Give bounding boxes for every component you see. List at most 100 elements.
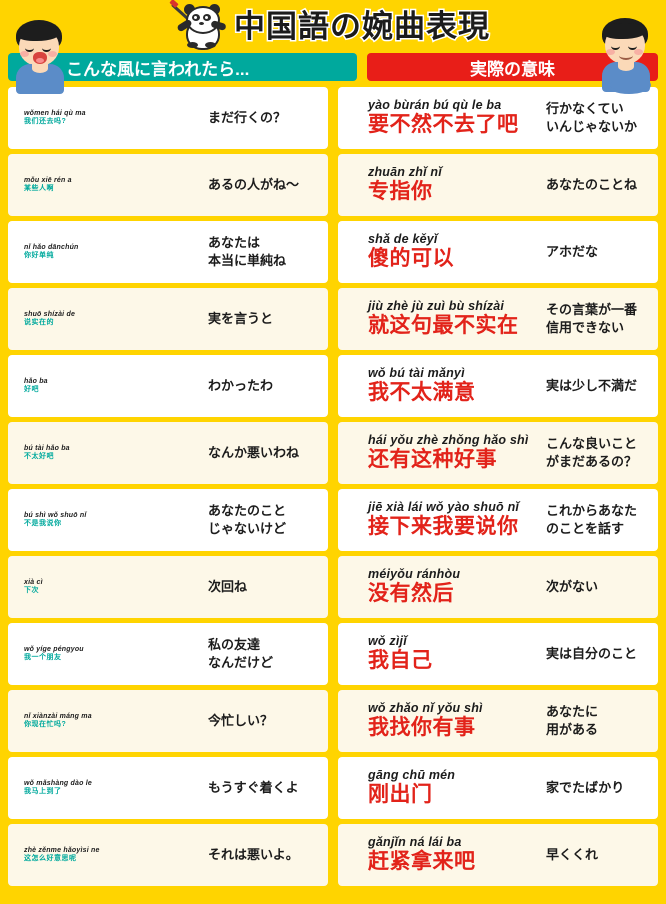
japanese-gloss-text: わかったわ	[208, 378, 274, 394]
japanese-gloss-text: 次回ね	[208, 579, 248, 595]
pinyin-text: wǒ zhǎo nǐ yǒu shì	[368, 701, 483, 716]
japanese-gloss-text: なんか悪いわね	[208, 445, 300, 461]
pinyin-text: wǒ mǎshàng dào le	[24, 779, 92, 787]
page-title: 中国語の婉曲表現	[233, 8, 491, 44]
hanzi-text: 好吧	[24, 385, 39, 393]
japanese-gloss-text: まだ行くの？	[208, 110, 287, 126]
panda-eye-right	[203, 14, 211, 21]
japanese-gloss-text: もうすぐ着くよ	[208, 780, 299, 796]
japanese-gloss-text: 実は少し不満だ	[546, 378, 638, 394]
hanzi-text: 刚出门	[368, 782, 433, 806]
pinyin-text: nǐ hǎo dānchún	[24, 243, 79, 251]
japanese-gloss-text: あなたのことじゃないけど	[208, 503, 287, 536]
hanzi-text: 还有这种好事	[368, 447, 497, 471]
hanzi-text: 没有然后	[368, 581, 454, 605]
japanese-gloss-text: 私の友達なんだけど	[208, 637, 274, 670]
panda-nose	[199, 22, 204, 25]
panda-head	[186, 6, 220, 34]
pinyin-text: nǐ xiànzài máng ma	[24, 712, 92, 720]
pinyin-text: xià cì	[24, 578, 43, 586]
hanzi-text: 不是我说你	[24, 519, 62, 527]
japanese-gloss-text: 早くくれ	[546, 847, 599, 863]
japanese-gloss-text: それは悪いよ。	[208, 847, 299, 863]
pinyin-text: zhuān zhǐ nǐ	[368, 165, 442, 180]
hanzi-text: 我自己	[368, 648, 433, 672]
japanese-gloss-text: その言葉が一番信用できない	[546, 302, 638, 335]
japanese-gloss-text: アホだな	[546, 244, 599, 260]
pinyin-text: jiē xià lái wǒ yào shuō nǐ	[368, 500, 520, 515]
pinyin-text: wǒmen hái qù ma	[24, 109, 86, 117]
pinyin-text: shǎ de kěyǐ	[368, 232, 438, 247]
hanzi-text: 我马上到了	[24, 787, 62, 795]
hanzi-text: 专指你	[368, 179, 433, 203]
pinyin-text: wǒ bú tài mǎnyì	[368, 366, 465, 381]
pinyin-text: wǒ yíge péngyou	[24, 645, 84, 653]
japanese-gloss-text: 実を言うと	[208, 311, 274, 327]
hanzi-text: 这怎么好意思呢	[24, 854, 77, 862]
pinyin-text: gǎnjǐn ná lái ba	[368, 835, 462, 850]
panda-leg-left	[187, 42, 198, 48]
panda-mascot-icon	[169, 0, 228, 50]
japanese-gloss-text: 今忙しい？	[208, 713, 274, 729]
pinyin-text: bú tài hǎo ba	[24, 444, 70, 452]
pinyin-text: wǒ zìjǐ	[368, 634, 407, 649]
pinyin-text: hái yǒu zhè zhǒng hǎo shì	[368, 433, 529, 448]
column-header-left: こんな風に言われたら...	[8, 53, 357, 81]
hanzi-text: 接下来我要说你	[368, 514, 519, 538]
hanzi-text: 要不然不去了吧	[368, 112, 519, 136]
hanzi-text: 我找你有事	[368, 715, 476, 739]
pinyin-text: zhè zěnme hǎoyìsi ne	[24, 846, 100, 854]
hanzi-text: 我不太满意	[368, 380, 476, 404]
hanzi-text: 你好单纯	[24, 251, 54, 259]
japanese-gloss-text: 行かなくていいんじゃないか	[546, 101, 638, 134]
hanzi-text: 某些人啊	[24, 184, 54, 192]
hanzi-text: 不太好吧	[24, 452, 54, 460]
pinyin-text: jiù zhè jù zuì bù shízài	[368, 299, 505, 314]
hanzi-text: 傻的可以	[368, 246, 454, 270]
pinyin-text: gāng chū mén	[368, 768, 456, 783]
panda-leg-right	[205, 42, 216, 48]
pinyin-text: bú shì wǒ shuō nǐ	[24, 511, 87, 519]
japanese-gloss-text: あなたのことね	[546, 177, 638, 193]
